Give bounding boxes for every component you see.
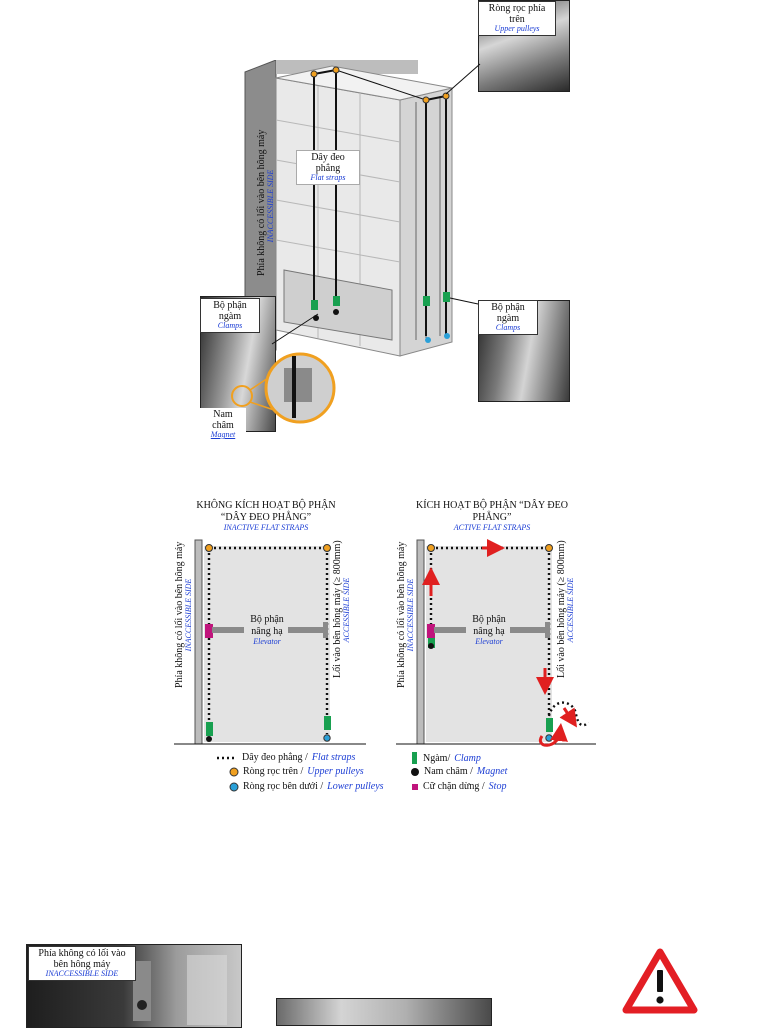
upper-pulleys-label: Ròng rọc phía trên Upper pulleys — [478, 1, 556, 36]
blue-dot-icon — [229, 782, 239, 791]
black-dot-icon — [411, 767, 419, 776]
legend-stop: Cữ chặn dừng / Stop — [411, 781, 506, 792]
inactive-right-side-en: ACCESSIBLE SIDE — [342, 577, 351, 643]
legend-magnet-en: Magnet — [476, 766, 508, 777]
inactive-title-en: INACTIVE FLAT STRAPS — [223, 523, 309, 532]
inactive-elevator-vi: Bộ phận nâng hạ — [250, 614, 284, 637]
inactive-diagram — [174, 539, 366, 745]
upper-pulleys-leader — [445, 63, 481, 95]
bottom-center-photo — [276, 998, 492, 1026]
clamps-left-label: Bộ phận ngàm Clamps — [200, 298, 260, 333]
legend-stop-vi: Cữ chặn dừng / — [423, 781, 485, 792]
clamps-left-label-en: Clamps — [217, 321, 243, 330]
flat-straps-label: Dây đeo phẳng Flat straps — [296, 150, 360, 185]
active-right-side-label: Lối vào bên hông máy (≥ 800mm) ACCESSIBL… — [556, 540, 576, 678]
legend-upper-pulleys: Ròng rọc trên / Upper pulleys — [229, 766, 364, 777]
legend-flat-straps-vi: Dây đeo phẳng / — [242, 752, 308, 763]
legend-clamp-en: Clamp — [454, 752, 481, 764]
bottom-inaccessible-side-vi: Phía không có lối vào bên hông máy — [38, 948, 126, 970]
bottom-inaccessible-side-label: Phía không có lối vào bên hông máy INACC… — [28, 946, 136, 981]
upper-pulleys-label-vi: Ròng rọc phía trên — [488, 3, 546, 25]
inactive-right-side-label: Lối vào bên hông máy (≥ 800mm) ACCESSIBL… — [332, 540, 352, 678]
magnet-label-en: Magnet — [210, 430, 236, 439]
orange-dot-icon — [229, 767, 239, 776]
upper-pulleys-label-en: Upper pulleys — [494, 24, 540, 33]
legend-stop-en: Stop — [488, 781, 507, 792]
clamps-right-leader — [449, 297, 479, 305]
bottom-inaccessible-side-en: INACCESSIBLE SIDE — [45, 969, 119, 978]
inaccessible-side-top-en: INACCESSIBLE SIDE — [266, 169, 275, 243]
active-elevator-label: Bộ phận nâng hạ Elevator — [466, 614, 512, 646]
legend-clamp: Ngàm/ Clamp — [411, 752, 481, 764]
active-left-side-en: INACCESSIBLE SIDE — [406, 578, 415, 652]
inactive-left-side-en: INACCESSIBLE SIDE — [184, 578, 193, 652]
inaccessible-side-label-top: Phía không có lối vào bên hông máy INACC… — [256, 130, 276, 276]
magenta-square-icon — [412, 783, 418, 790]
flat-straps-label-en: Flat straps — [310, 173, 346, 182]
inactive-left-side-label: Phía không có lối vào bên hông máy INACC… — [174, 542, 194, 688]
green-bar-icon — [412, 752, 417, 764]
legend-upper-pulleys-en: Upper pulleys — [307, 766, 364, 777]
legend-clamp-vi: Ngàm/ — [423, 752, 451, 764]
clamps-right-label-vi: Bộ phận ngàm — [491, 302, 525, 324]
magnet-label: Nam châm Magnet — [200, 408, 246, 441]
legend-lower-pulleys: Ròng rọc bên dưới / Lower pulleys — [229, 781, 384, 792]
legend-upper-pulleys-vi: Ròng rọc trên / — [243, 766, 304, 777]
clamps-left-leader — [271, 313, 319, 345]
magnet-zoom-circles — [231, 352, 336, 424]
active-diagram — [396, 539, 596, 747]
clamps-right-label-en: Clamps — [495, 323, 521, 332]
inactive-diagram-title: KHÔNG KÍCH HOẠT BỘ PHẬN “DÂY ĐEO PHẲNG” … — [196, 500, 336, 532]
bottom-left-photo-detail — [133, 955, 227, 1025]
clamps-left-label-vi: Bộ phận ngàm — [213, 300, 247, 322]
legend-magnet: Nam châm / Magnet — [410, 766, 507, 777]
machine-illustration — [240, 59, 470, 361]
clamps-right-label: Bộ phận ngàm Clamps — [478, 300, 538, 335]
inactive-elevator-en: Elevator — [253, 637, 281, 646]
legend-lower-pulleys-en: Lower pulleys — [327, 781, 384, 792]
active-diagram-title: KÍCH HOẠT BỘ PHẬN “DÂY ĐEO PHẲNG” ACTIVE… — [414, 500, 570, 532]
active-elevator-en: Elevator — [475, 637, 503, 646]
legend-flat-straps: Dây đeo phẳng / Flat straps — [216, 752, 355, 763]
active-title-vi: KÍCH HOẠT BỘ PHẬN “DÂY ĐEO PHẲNG” — [416, 500, 568, 523]
active-right-side-en: ACCESSIBLE SIDE — [566, 577, 575, 643]
flat-straps-label-vi: Dây đeo phẳng — [311, 152, 345, 174]
legend-lower-pulleys-vi: Ròng rọc bên dưới / — [243, 781, 324, 792]
magnet-label-vi: Nam châm — [212, 409, 234, 431]
dotted-line-icon — [217, 756, 237, 759]
warning-triangle-icon — [622, 948, 698, 1014]
legend-flat-straps-en: Flat straps — [311, 752, 356, 763]
legend-magnet-vi: Nam châm / — [424, 766, 473, 777]
inactive-elevator-label: Bộ phận nâng hạ Elevator — [244, 614, 290, 646]
active-left-side-label: Phía không có lối vào bên hông máy INACC… — [396, 542, 416, 688]
inactive-title-vi: KHÔNG KÍCH HOẠT BỘ PHẬN “DÂY ĐEO PHẲNG” — [196, 500, 336, 523]
active-title-en: ACTIVE FLAT STRAPS — [453, 523, 531, 532]
active-elevator-vi: Bộ phận nâng hạ — [472, 614, 506, 637]
